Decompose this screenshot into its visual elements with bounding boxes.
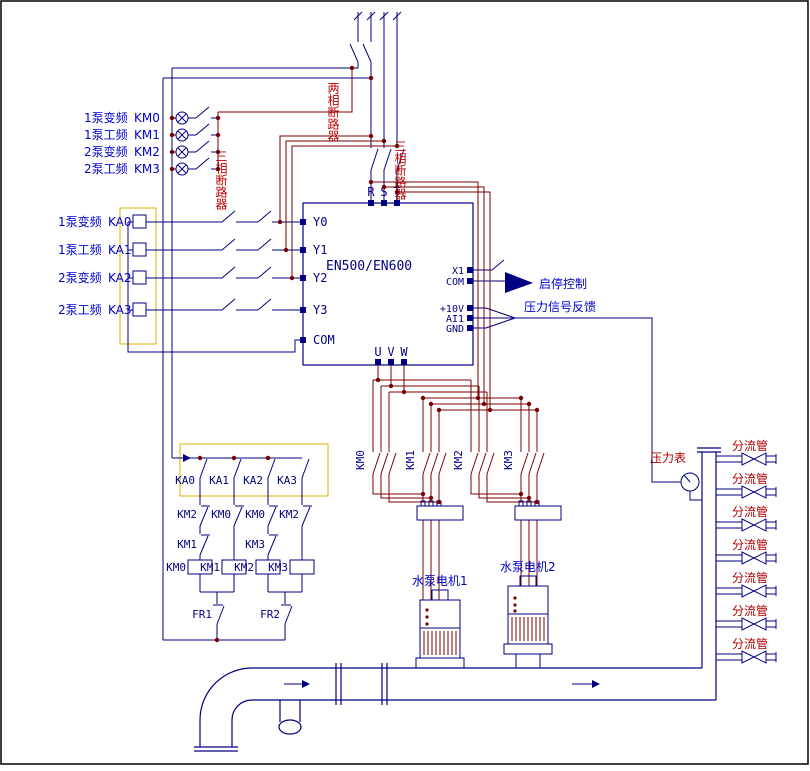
manifold-label-1: 分流管 <box>732 438 768 453</box>
ka1-contact-label: KA1 <box>209 474 229 487</box>
thermal-overload-relays <box>416 500 562 521</box>
vfd-terminal-y0: Y0 <box>313 215 327 229</box>
contactor-km0-label: KM0 <box>354 450 367 470</box>
junction-dots <box>169 65 540 643</box>
indicator-row4-label: 2泵工频 <box>84 162 128 176</box>
indicator-row2-tag: KM1 <box>134 128 160 142</box>
pump-motor-2 <box>503 575 553 668</box>
relay-row2-label: 1泵工频 <box>58 243 102 257</box>
vfd-terminal-10v: +10V <box>440 304 464 315</box>
relay-row2-tag: KA1 <box>108 243 132 257</box>
motor-2-label: 水泵电机2 <box>500 560 556 574</box>
thermal-fr1-label: FR1 <box>192 608 212 621</box>
manifold-label-2: 分流管 <box>732 471 768 486</box>
contactor-km2-label: KM2 <box>452 450 465 470</box>
indicator-row3-tag: KM2 <box>134 145 160 159</box>
relay-row1-label: 1泵变频 <box>58 214 102 229</box>
manifold-label-6: 分流管 <box>732 603 768 618</box>
relay-row4-label: 2泵工频 <box>58 303 102 317</box>
piping <box>194 663 716 752</box>
vfd-right-external <box>473 259 681 483</box>
vfd-terminal-v: V <box>387 345 394 359</box>
coil-km2-label: KM2 <box>234 561 254 574</box>
vfd-model: EN500/EN600 <box>326 259 412 274</box>
three-phase-breaker-right-label: 三相断路器 <box>393 140 407 201</box>
pressure-gauge <box>680 472 702 501</box>
vfd-terminal-r: R <box>367 185 375 199</box>
indicator-lamp-rows <box>172 68 353 176</box>
coil-km0-label: KM0 <box>166 561 186 574</box>
vfd-terminal-x1: X1 <box>452 266 464 277</box>
interlock-2-3-label: KM3 <box>245 538 265 551</box>
indicator-row1-label: 1泵变频 <box>84 110 128 125</box>
vfd-terminal-y3: Y3 <box>313 303 327 317</box>
three-phase-breaker-left-label: 三相断路器 <box>214 150 228 211</box>
ka-contacts-highlight-box <box>179 443 329 497</box>
manifold-label-5: 分流管 <box>732 570 768 585</box>
vfd-terminal-y1: Y1 <box>313 243 327 257</box>
coil-km1-label: KM1 <box>200 561 220 574</box>
relay-terminal-highlight-box <box>119 207 157 345</box>
ka0-contact-label: KA0 <box>175 474 195 487</box>
vfd-block <box>300 200 474 366</box>
thermal-fr2-label: FR2 <box>260 608 280 621</box>
vfd-terminal-s: S <box>380 185 387 199</box>
ka2-contact-label: KA2 <box>243 474 263 487</box>
pressure-feedback-label: 压力信号反馈 <box>524 300 596 314</box>
motor-1-label: 水泵电机1 <box>412 574 468 588</box>
interlock-1-3-label: KM0 <box>245 508 265 521</box>
relay-row3-label: 2泵变频 <box>58 270 102 285</box>
manifold-label-7: 分流管 <box>732 636 768 651</box>
vfd-terminal-y2: Y2 <box>313 271 327 285</box>
contactor-km1-label: KM1 <box>404 450 417 470</box>
relay-row4-tag: KA3 <box>108 303 132 317</box>
vfd-terminal-com-left: COM <box>313 333 335 347</box>
vfd-terminal-w: W <box>400 345 408 359</box>
relay-row1-tag: KA0 <box>108 215 132 229</box>
indicator-row2-label: 1泵工频 <box>84 128 128 142</box>
manifold-label-3: 分流管 <box>732 504 768 519</box>
coil-km3-label: KM3 <box>268 561 288 574</box>
interlock-2-1-label: KM1 <box>177 538 197 551</box>
power-distribution <box>371 181 545 600</box>
vfd-terminal-ai1: AI1 <box>446 314 464 325</box>
manifold-label-4: 分流管 <box>732 537 768 552</box>
vfd-terminal-gnd: GND <box>446 324 464 335</box>
control-ladder <box>163 454 315 641</box>
indicator-row1-tag: KM0 <box>134 111 160 125</box>
start-stop-label: 启停控制 <box>539 276 587 291</box>
vfd-terminal-u: U <box>374 345 381 359</box>
vfd-terminal-com-right: COM <box>446 277 464 288</box>
manifold <box>697 447 777 700</box>
interlock-1-2-label: KM0 <box>211 508 231 521</box>
interlock-1-1-label: KM2 <box>177 508 197 521</box>
pressure-gauge-label: 压力表 <box>650 451 686 465</box>
indicator-row4-tag: KM3 <box>134 162 160 176</box>
contactor-km3-label: KM3 <box>502 450 515 470</box>
relay-row3-tag: KA2 <box>108 271 132 285</box>
indicator-row3-label: 2泵变频 <box>84 144 128 159</box>
relay-input-rows <box>127 135 397 353</box>
ka3-contact-label: KA3 <box>277 474 297 487</box>
interlock-1-4-label: KM2 <box>279 508 299 521</box>
